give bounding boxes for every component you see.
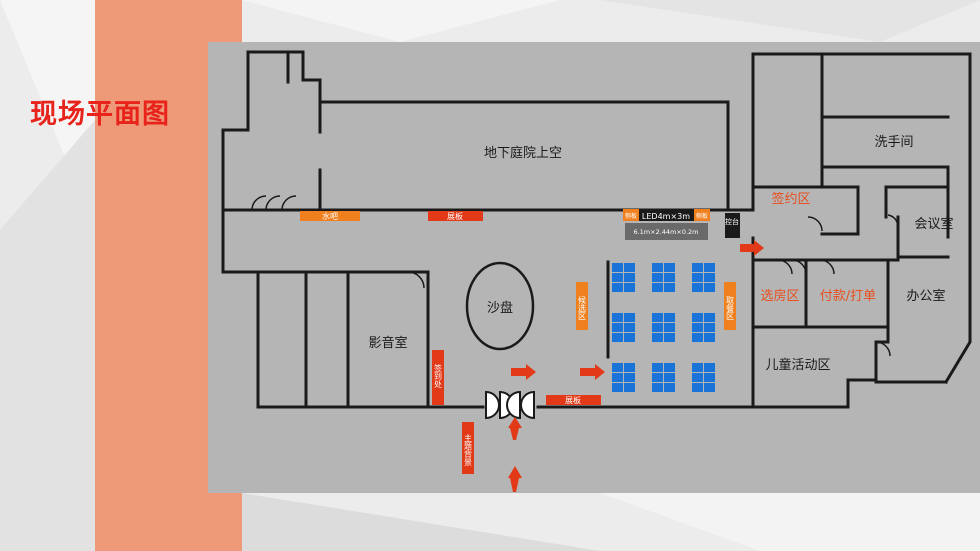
table-seat [612, 383, 623, 392]
table-seat [664, 363, 675, 372]
room-sandtable: 沙盘 [487, 300, 513, 316]
flow-arrows [508, 240, 764, 492]
label-left-side: 侧板 [625, 212, 637, 220]
label-water-bar: 水吧 [322, 211, 338, 221]
table-seat [692, 333, 703, 342]
table-seat [612, 373, 623, 382]
dining-tables [612, 263, 715, 392]
table-seat [624, 273, 635, 282]
table-seat [652, 263, 663, 272]
table-seat [612, 333, 623, 342]
room-washroom: 洗手间 [874, 135, 913, 150]
table-seat [704, 263, 715, 272]
table-seat [704, 383, 715, 392]
table-seat [652, 323, 663, 332]
label-right-side: 侧板 [696, 212, 708, 220]
table-seat [624, 383, 635, 392]
label-display-3: 展板 [565, 395, 581, 405]
table-seat [624, 373, 635, 382]
label-pickup: 取餐区 [726, 296, 735, 320]
table-seat [624, 283, 635, 292]
label-led: LED4m×3m [642, 212, 690, 221]
floor-plan: 地下庭院上空 沙盘 影音室 洗手间 签约区 会议室 选房区 付款/打单 办公室 … [208, 42, 980, 493]
table-seat [664, 273, 675, 282]
table-seat [692, 313, 703, 322]
doors [251, 195, 899, 357]
table-seat [692, 273, 703, 282]
walls [221, 50, 972, 409]
table-seat [664, 373, 675, 382]
table-seat [624, 333, 635, 342]
table-seat [624, 323, 635, 332]
room-payment: 付款/打单 [820, 289, 876, 304]
table-seat [664, 323, 675, 332]
table-seat [704, 373, 715, 382]
room-courtyard: 地下庭院上空 [484, 145, 562, 161]
page-title: 现场平面图 [30, 99, 170, 130]
table-seat [704, 363, 715, 372]
table-seat [652, 333, 663, 342]
entry-doors [485, 390, 535, 420]
table-seat [664, 263, 675, 272]
table-seat [692, 263, 703, 272]
label-console: 控台 [725, 217, 739, 226]
table-seat [652, 273, 663, 282]
table-seat [704, 313, 715, 322]
table-seat [704, 283, 715, 292]
table-seat [624, 263, 635, 272]
table-seat [704, 323, 715, 332]
label-display-1: 展板 [447, 211, 463, 221]
table-seat [704, 333, 715, 342]
label-console-text: 控台 [725, 217, 739, 226]
room-signing: 签约区 [771, 191, 810, 207]
table-seat [612, 273, 623, 282]
label-main-backdrop: 主题背景 [464, 433, 473, 466]
room-office: 办公室 [906, 288, 945, 304]
floor-plan-drawing: 地下庭院上空 沙盘 影音室 洗手间 签约区 会议室 选房区 付款/打单 办公室 … [221, 50, 972, 492]
table-seat [664, 313, 675, 322]
label-led-size: 6.1m×2.44m×0.2m [633, 228, 698, 236]
table-seat [612, 283, 623, 292]
table-seat [692, 373, 703, 382]
table-seat [692, 383, 703, 392]
room-meeting: 会议室 [914, 216, 953, 232]
table-seat [624, 313, 635, 322]
table-seat [652, 313, 663, 322]
table-seat [692, 283, 703, 292]
sandtable-outline [465, 261, 535, 351]
table-seat [692, 323, 703, 332]
table-seat [652, 363, 663, 372]
room-theater: 影音室 [368, 335, 407, 351]
table-seat [704, 273, 715, 282]
table-seat [624, 363, 635, 372]
table-seat [652, 283, 663, 292]
table-seat [612, 363, 623, 372]
label-sign-in: 签到处 [434, 363, 443, 389]
room-kids: 儿童活动区 [765, 357, 830, 373]
table-seat [652, 373, 663, 382]
table-seat [612, 263, 623, 272]
table-seat [692, 363, 703, 372]
label-waiting: 候选区 [578, 296, 587, 320]
table-seat [652, 383, 663, 392]
table-seat [612, 313, 623, 322]
room-select: 选房区 [760, 288, 799, 304]
table-seat [664, 383, 675, 392]
table-seat [612, 323, 623, 332]
table-seat [664, 333, 675, 342]
table-seat [664, 283, 675, 292]
